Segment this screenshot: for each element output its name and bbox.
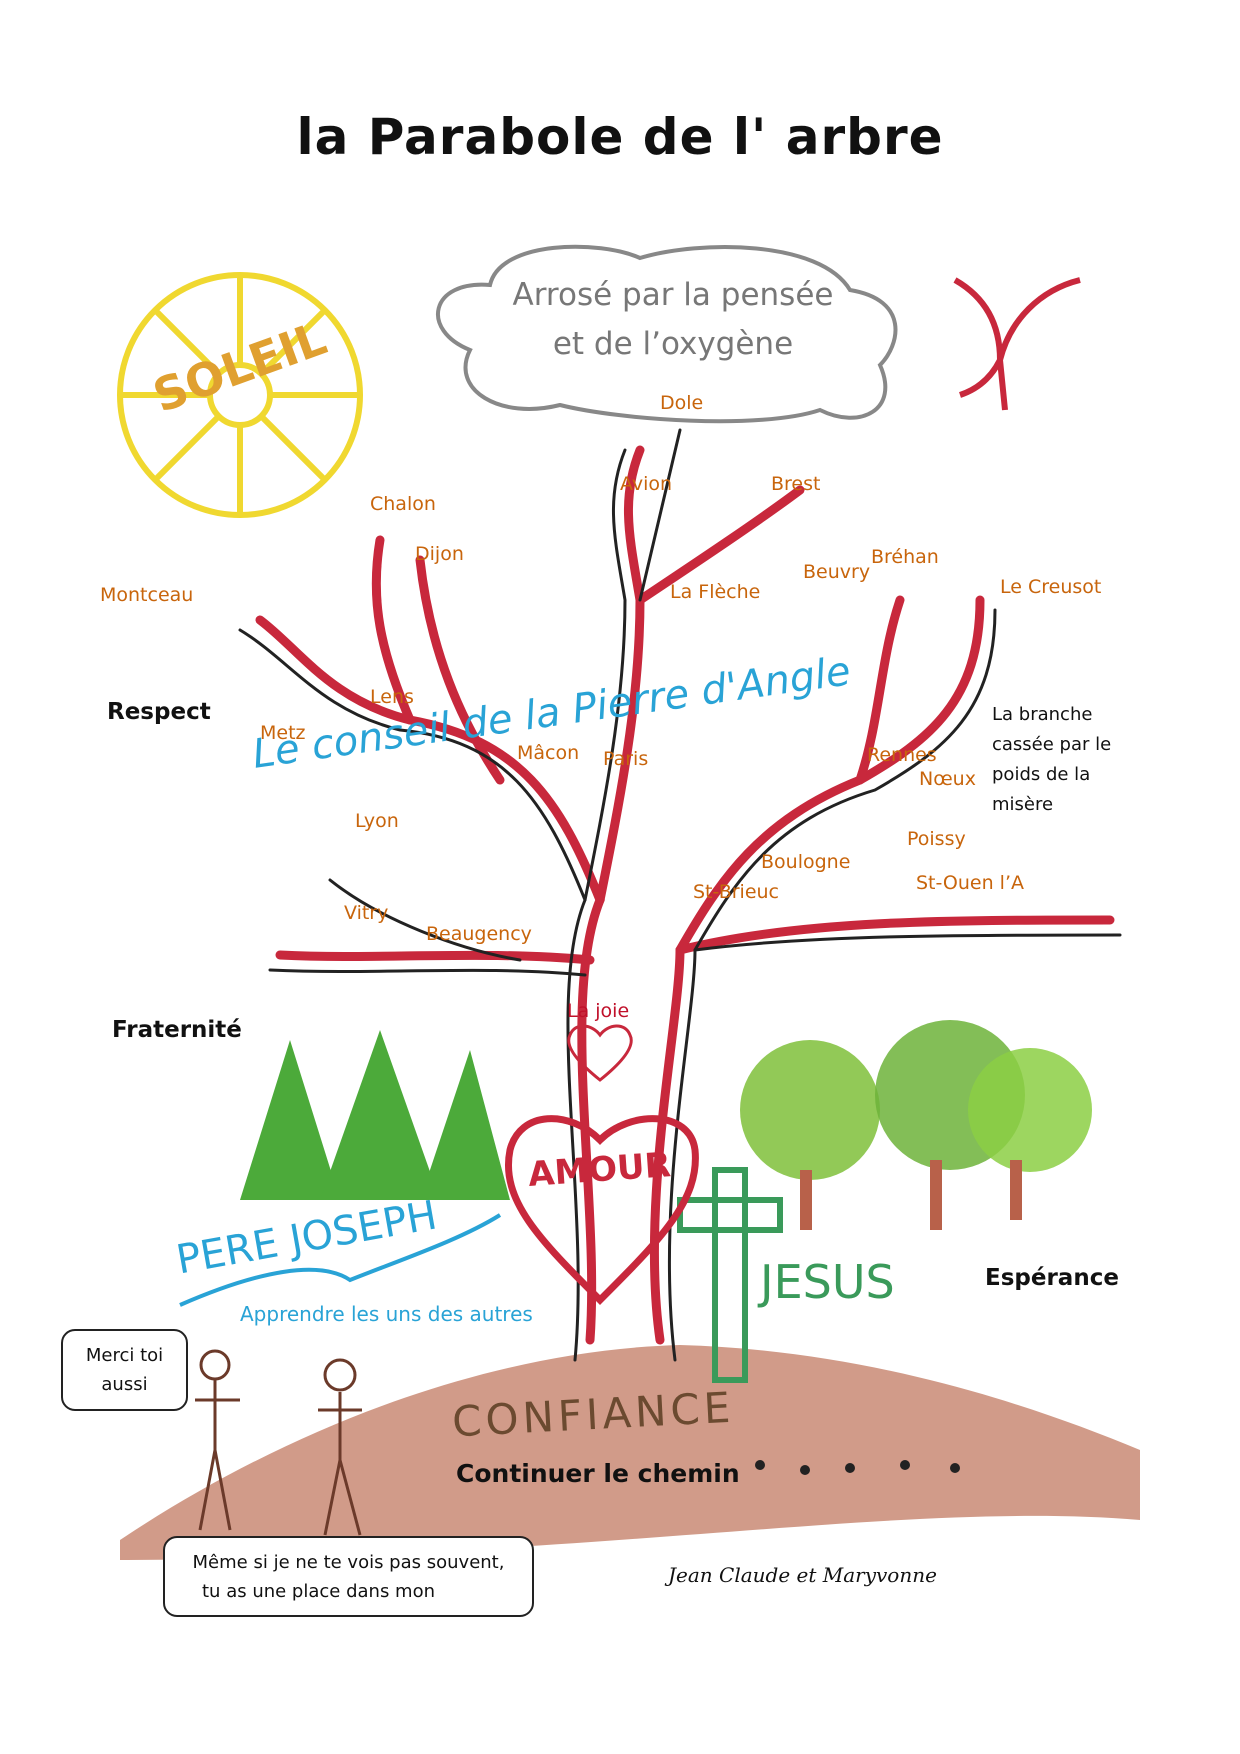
speech-bubble-place: Même si je ne te vois pas souvent, tu as… [163,1536,534,1617]
place-label: Paris [603,748,649,770]
note-line: La branche [992,704,1093,725]
signature: Jean Claude et Maryvonne [668,1563,937,1587]
virtue-fraternite: Fraternité [112,1017,242,1043]
jesus-word: JESUS [760,1255,895,1309]
cloud-drawing [436,244,898,424]
bubble-line: Même si je ne te vois pas souvent, [192,1552,505,1573]
blue-swoosh [179,1213,502,1307]
two-people-drawing [195,1349,362,1536]
cloud-text-line2: et de l’oxygène [552,326,794,362]
note-line: poids de la [992,764,1091,785]
continue-path-label: Continuer le chemin [456,1459,740,1488]
place-label: St-Brieuc [693,881,779,903]
place-label: Dole [660,392,704,414]
speech-bubble-thanks: Merci toi aussi [61,1329,188,1411]
place-label: Boulogne [761,851,851,873]
page-title: la Parabole de l' arbre [296,108,944,166]
cloud-text-line1: Arrosé par la pensée [512,277,834,313]
ants-drawing [755,1460,960,1475]
virtue-respect: Respect [107,699,211,725]
note-line: cassée par le [992,734,1112,755]
place-label: Poissy [907,828,966,850]
sun-drawing [117,272,363,518]
bird-drawing [953,277,1081,411]
place-label: Nœux [919,768,976,790]
place-label: St-Ouen l’A [916,872,1024,894]
place-label: Dijon [415,543,464,565]
virtue-esperance: Espérance [985,1265,1119,1291]
place-label: Vitry [344,902,389,924]
place-label: Beuvry [803,561,871,583]
bubble-line: aussi [101,1374,148,1395]
place-label: Brest [771,473,821,495]
place-label: Bréhan [871,546,939,568]
learn-label: Apprendre les uns des autres [240,1302,533,1326]
joy-face-heart [567,1024,633,1082]
green-trees [740,1020,1092,1230]
place-label: La Flèche [670,581,761,603]
place-label: Le Creusot [1000,576,1102,598]
bubble-line: tu as une place dans mon [202,1581,435,1602]
bubble-line: Merci toi [85,1345,164,1366]
place-label: Chalon [370,493,436,515]
place-label: Rennes [867,744,937,766]
pine-trees [240,1030,510,1200]
place-label: Beaugency [426,923,532,945]
place-label: Lens [370,686,414,708]
tree-trunk-branches [238,428,1122,1362]
note-line: misère [992,794,1054,815]
hill-drawing [120,1345,1140,1560]
place-label: Metz [260,722,306,744]
place-label: Mâcon [517,742,580,764]
broken-branch-note: La branche cassée par le poids de la mis… [992,700,1111,820]
place-label: Montceau [100,584,194,606]
heart-drawing [505,1115,699,1305]
place-label: Avion [620,473,673,495]
place-label: Lyon [355,810,399,832]
joy-label: La joie [567,1000,630,1022]
